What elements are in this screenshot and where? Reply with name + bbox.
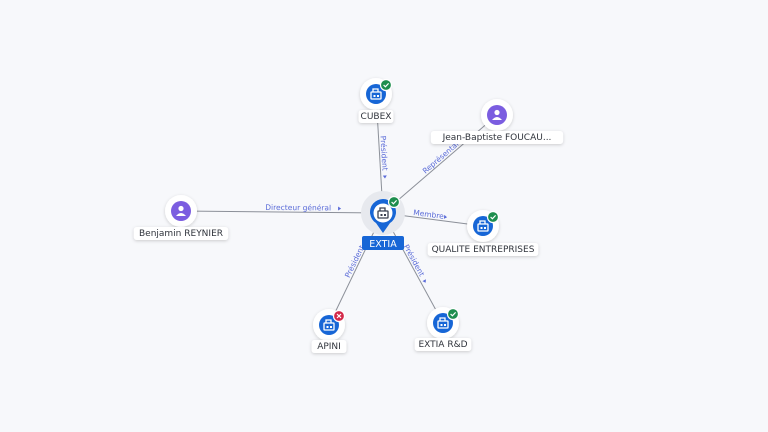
status-active-icon [379,78,393,92]
status-closed-icon [332,309,346,323]
node-label: EXTIA R&D [418,340,467,350]
node-label-bg [358,110,394,123]
person-icon [176,205,186,216]
status-active-icon [486,210,500,224]
building-icon [437,317,449,329]
edge-label: Président [402,243,427,278]
node-label-bg [427,243,539,256]
edge-label: Président [378,136,389,172]
edge-arrow-icon [443,214,448,219]
node-label: Jean-Baptiste FOUCAU... [442,133,552,143]
edge-benjamin: Directeur général [180,203,384,214]
node-label: CUBEX [361,112,392,122]
status-active-icon [446,307,460,321]
node-label: APINI [317,342,341,352]
node-label-bg [430,131,564,144]
center-node[interactable]: EXTIA [361,191,405,250]
center-label: EXTIA [369,239,397,250]
building-icon [477,220,489,232]
center-inner [373,203,393,223]
nodes-layer: CUBEX Jean-Baptiste FOUCAU... Benjamin REY… [133,78,564,353]
building-icon [323,319,335,331]
edge-jb: Représentant [382,114,498,214]
node-jb[interactable]: Jean-Baptiste FOUCAU... [430,99,564,144]
person-icon [492,109,502,120]
node-cubex[interactable]: CUBEX [358,78,394,123]
node-apini[interactable]: APINI [311,309,347,353]
node-label: Benjamin REYNIER [139,229,223,239]
edge-arrow-icon [422,279,426,283]
building-icon [377,207,389,219]
center-label-bg [362,236,404,250]
node-qualite[interactable]: QUALITE ENTREPRISES [427,210,539,256]
edge-arrow-icon [382,175,387,179]
node-label-bg [311,340,347,353]
node-benjamin[interactable]: Benjamin REYNIER [133,195,229,240]
status-active-icon [387,195,401,209]
edge-label: Directeur général [265,203,331,213]
node-label-bg [133,227,229,240]
edge-arrow-icon [338,206,342,211]
node-rd[interactable]: EXTIA R&D [414,307,472,351]
node-label: QUALITE ENTREPRISES [432,245,535,255]
edge-label: Membre [413,208,445,221]
building-icon [370,88,382,100]
node-label-bg [414,338,472,351]
edge-line [180,210,384,214]
